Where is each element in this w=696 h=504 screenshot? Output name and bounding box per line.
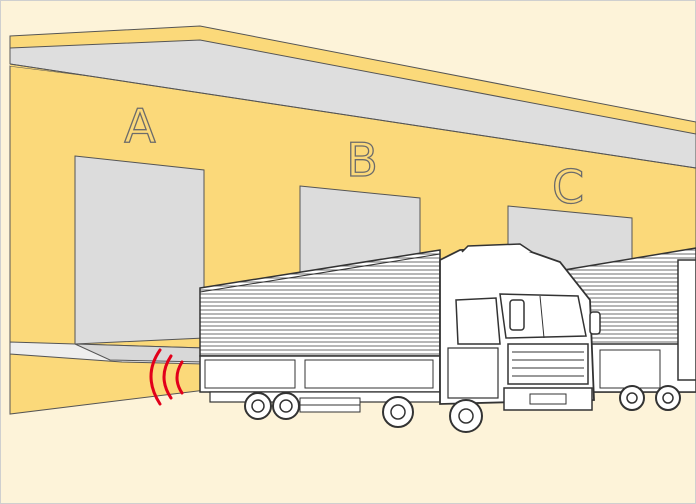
bay-b-letter: B bbox=[346, 133, 378, 187]
door-a bbox=[75, 156, 204, 344]
bay-a-letter: A bbox=[124, 99, 156, 153]
bay-c-letter: C bbox=[552, 160, 584, 214]
